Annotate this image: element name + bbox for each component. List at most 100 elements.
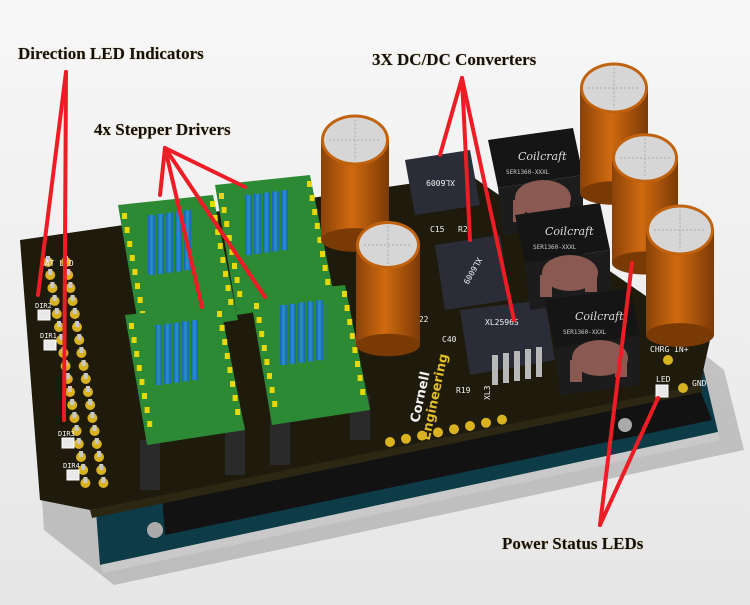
capacitor: [356, 221, 420, 357]
driver-pin: [219, 193, 224, 199]
inductor-code: SER1360-XXXL: [533, 244, 577, 251]
pad: [417, 430, 427, 441]
header-pins-left: [43, 256, 109, 488]
driver-pin: [261, 345, 267, 351]
silk-bat-led: BAT LED: [40, 259, 74, 268]
driver-pin: [221, 207, 227, 213]
driver-pin: [219, 325, 225, 331]
driver-pin: [256, 317, 262, 323]
driver-pin: [224, 353, 230, 359]
heatsink: [148, 210, 191, 275]
driver-pin: [122, 213, 127, 219]
label-direction-leds: Direction LED Indicators: [18, 44, 204, 63]
driver-pin: [232, 395, 238, 401]
silk-dir3: DIR3: [58, 430, 75, 438]
driver-pin: [325, 279, 331, 285]
ic-marking-3: XL2596S: [485, 318, 519, 327]
direction-leds: DIR2 DIR1 DIR3 DIR4 BAT LED: [35, 259, 80, 481]
driver-pin: [129, 255, 135, 261]
driver-pin: [217, 243, 223, 249]
driver-pin: [142, 393, 147, 399]
silk-c40: C40: [442, 335, 457, 344]
driver-pin: [355, 361, 360, 367]
driver-pin: [314, 223, 320, 229]
inductor-code: SER1360-XXXL: [563, 329, 607, 336]
heatsink: [245, 190, 288, 255]
pad: [401, 433, 411, 444]
silk-dir2: DIR2: [35, 302, 52, 310]
driver-pin: [264, 359, 270, 365]
driver-pin: [224, 221, 230, 227]
driver-pin: [307, 181, 312, 187]
driver-pin: [220, 257, 226, 263]
driver-pin: [223, 271, 228, 277]
driver-pin: [139, 379, 145, 385]
silk-led: LED: [656, 375, 671, 384]
inductor-brand: Coilcraft: [545, 225, 594, 238]
driver-pin: [349, 333, 355, 339]
silk-r2: R2: [458, 225, 468, 234]
driver-pin: [136, 365, 142, 371]
capacitors: [321, 62, 714, 357]
driver-pin: [215, 229, 221, 235]
power-led: [655, 384, 669, 398]
silk-gnd: GND: [692, 379, 707, 388]
driver-pin: [237, 291, 243, 297]
stepper-driver: [125, 305, 245, 445]
driver-pin: [352, 347, 358, 353]
driver-pin: [135, 283, 140, 289]
stepper-driver: [215, 175, 335, 315]
driver-pin: [137, 297, 143, 303]
driver-pin: [342, 291, 347, 297]
silk-chrg-in: CHRG IN+: [650, 345, 689, 354]
driver-pin: [312, 209, 318, 215]
stepper-drivers: [118, 175, 370, 445]
driver-pin: [144, 407, 150, 413]
driver-pin: [132, 269, 138, 275]
pad: [497, 414, 507, 425]
driver-pin: [230, 381, 235, 387]
pad: [481, 417, 491, 428]
silk-r19: R19: [456, 386, 471, 395]
pad: [449, 424, 459, 435]
capacitor: [646, 204, 714, 347]
annotation-lines: [36, 70, 660, 527]
driver-pin: [254, 303, 259, 309]
driver-pin: [129, 323, 134, 329]
driver-pin: [344, 305, 350, 311]
driver-pin: [317, 237, 323, 243]
pad: [465, 421, 475, 431]
inductor-brand: Coilcraft: [575, 310, 624, 323]
driver-pin: [269, 387, 275, 393]
heatsink: [280, 300, 323, 365]
driver-pin: [322, 265, 328, 271]
inductor-code: SER1360-XXXL: [506, 169, 550, 176]
driver-pin: [226, 235, 232, 241]
driver-pin: [309, 195, 315, 201]
pad: [385, 437, 395, 447]
driver-pin: [217, 311, 222, 317]
dcdc-ics: XL6009 XL6009 XL2596S: [405, 150, 555, 385]
driver-pin: [347, 319, 353, 325]
driver-pin: [212, 215, 218, 221]
label-power-leds: Power Status LEDs: [502, 534, 644, 553]
inductors: CoilcraftSER1360-XXXLCoilcraftSER1360-XX…: [488, 128, 640, 395]
silk-xl3: XL3: [483, 385, 492, 400]
driver-pin: [228, 299, 234, 305]
driver-pin: [357, 375, 363, 381]
driver-pin: [235, 409, 241, 415]
driver-pin: [360, 389, 366, 395]
driver-pin: [234, 277, 240, 283]
pad: [433, 427, 443, 438]
driver-pin: [131, 337, 137, 343]
silk-c15: C15: [430, 225, 445, 234]
heatsink: [155, 320, 198, 385]
driver-pin: [225, 285, 231, 291]
silk-r22: R22: [414, 315, 429, 324]
driver-pin: [134, 351, 140, 357]
inductor-brand: Coilcraft: [518, 150, 567, 163]
driver-pin: [147, 421, 153, 427]
silk-dir4: DIR4: [63, 462, 80, 470]
driver-pin: [227, 367, 233, 373]
